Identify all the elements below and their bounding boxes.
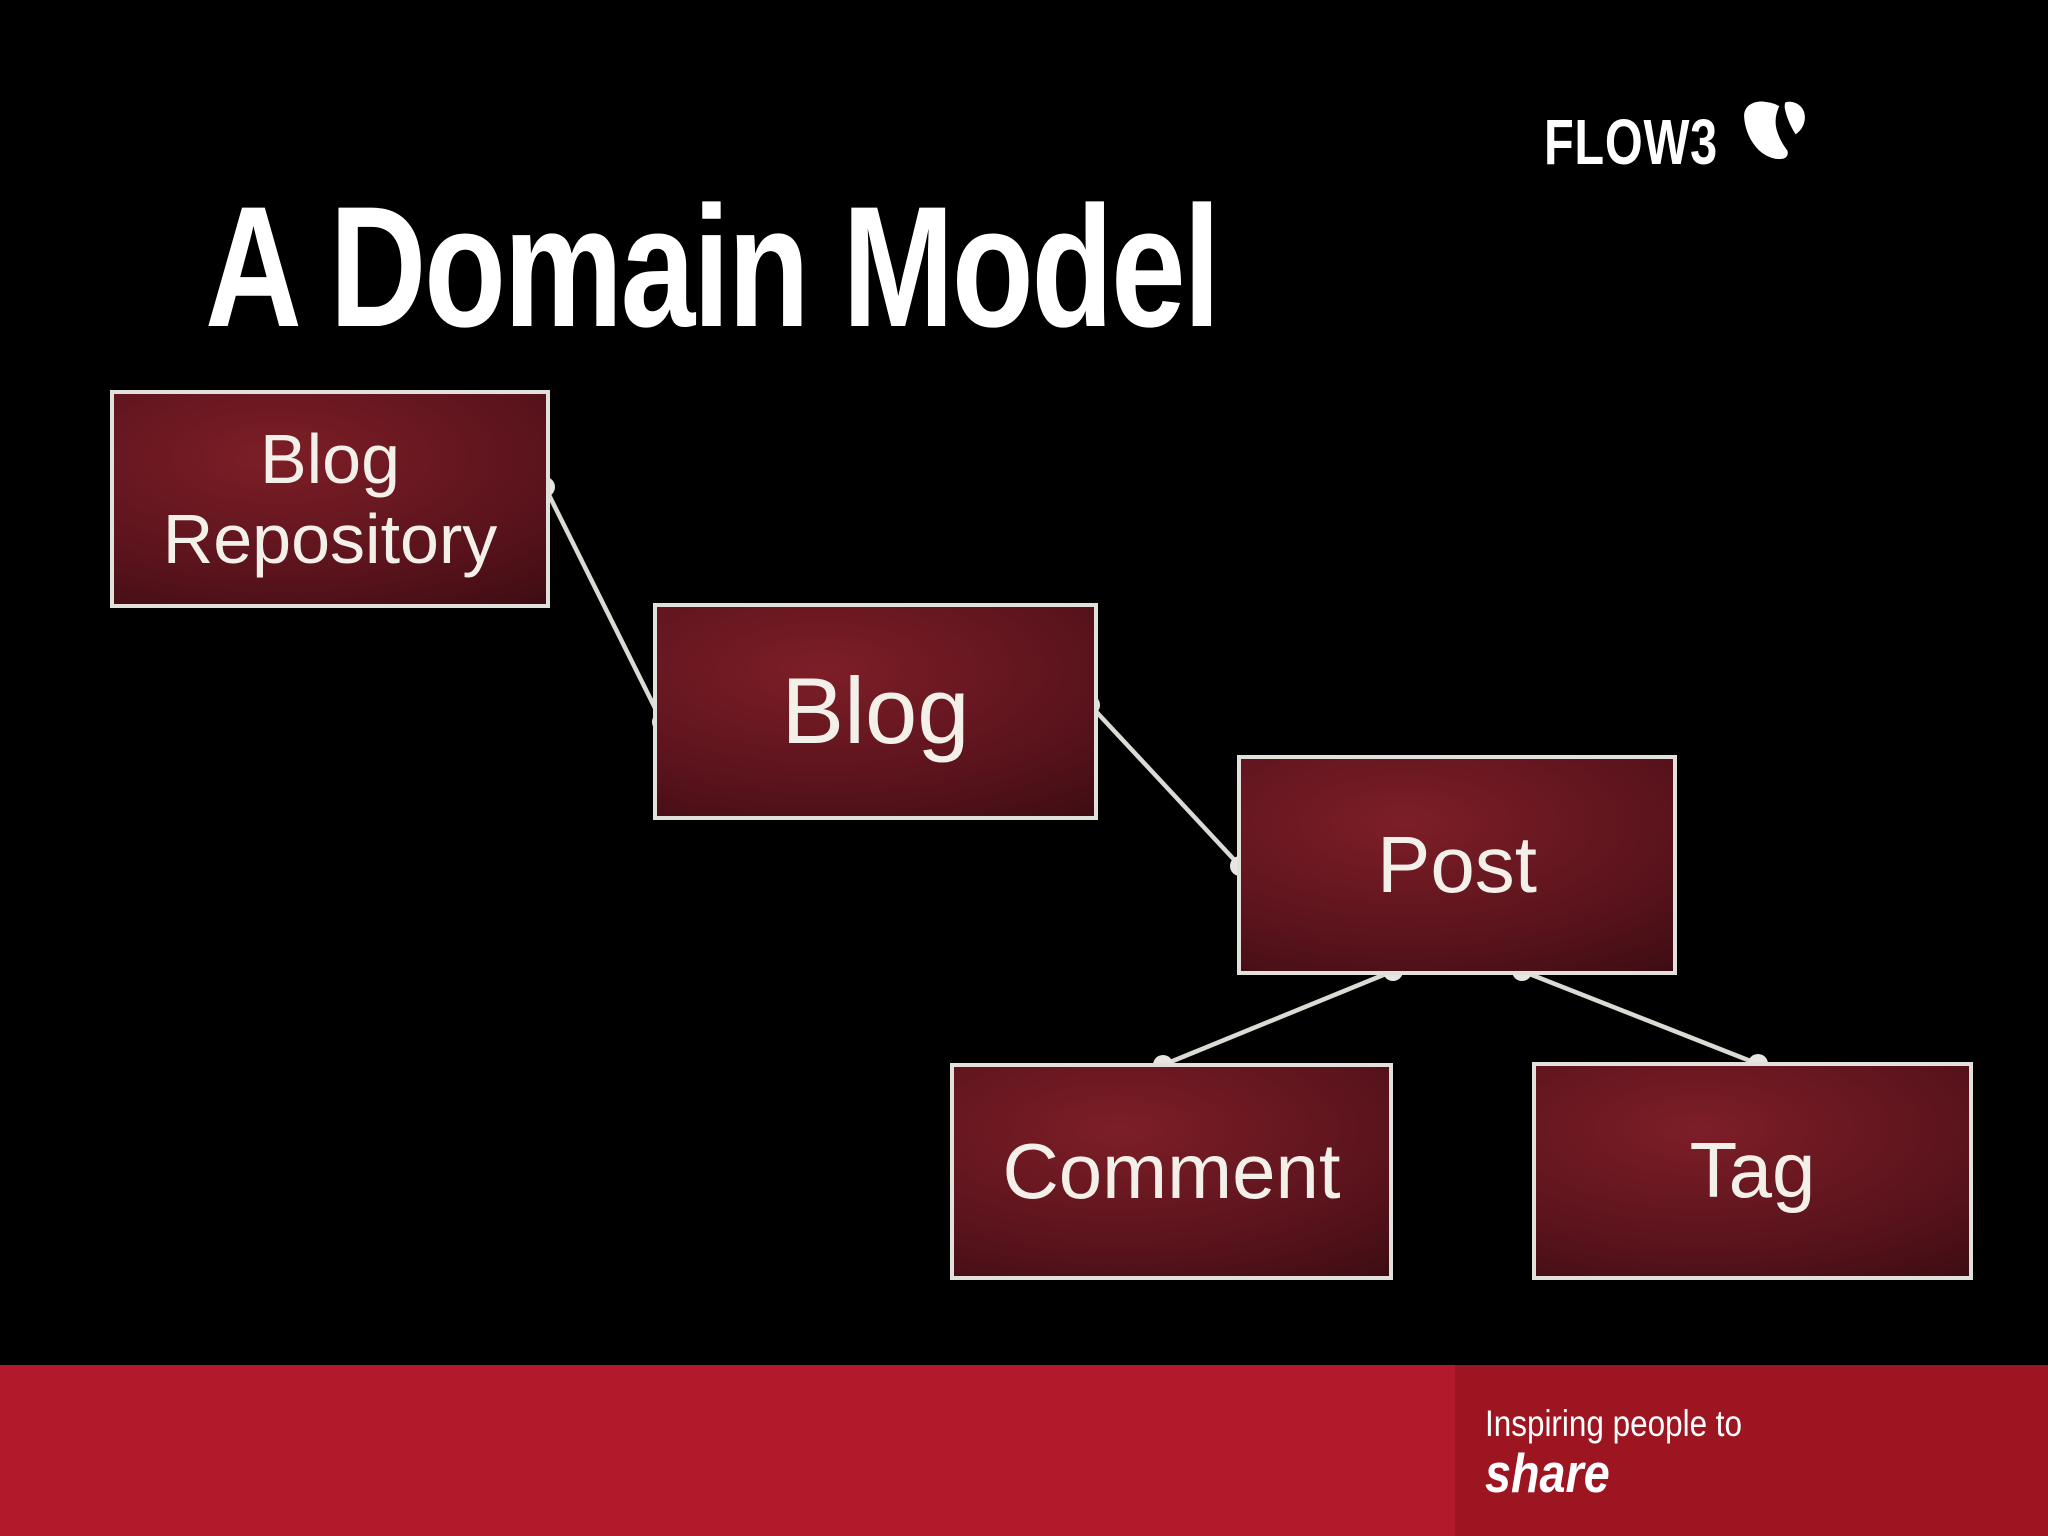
slide-title: A Domain Model [205,171,1221,363]
node-blog-repository: Blog Repository [110,390,550,608]
node-tag-label: Tag [1689,1126,1816,1215]
flow3-logo-text: FLOW3 [1543,106,1718,179]
node-blog-label: Blog [781,658,970,764]
node-post: Post [1237,755,1677,975]
footer-bar: Inspiring people to share [0,1365,2048,1536]
node-blog-repository-label: Blog Repository [162,419,498,579]
footer-bar-right [1455,1365,2048,1536]
footer-tagline-line1: Inspiring people to [1485,1403,1743,1444]
node-comment-label: Comment [1002,1126,1341,1215]
footer-tagline: Inspiring people to share [1485,1405,1787,1501]
node-blog: Blog [653,603,1098,820]
node-tag: Tag [1532,1062,1973,1280]
footer-bar-left [0,1365,1455,1536]
node-comment: Comment [950,1063,1393,1280]
node-post-label: Post [1376,820,1538,909]
flow3-logo: FLOW3 [1489,92,1812,179]
edge-post-comment [1162,968,1394,1068]
edge-blog-post [1088,703,1242,868]
edge-blogrepository-blog [542,485,665,724]
typo3-logo-icon [1744,101,1805,160]
edge-post-tag [1521,968,1759,1067]
footer-tagline-line2: share [1485,1442,1610,1504]
